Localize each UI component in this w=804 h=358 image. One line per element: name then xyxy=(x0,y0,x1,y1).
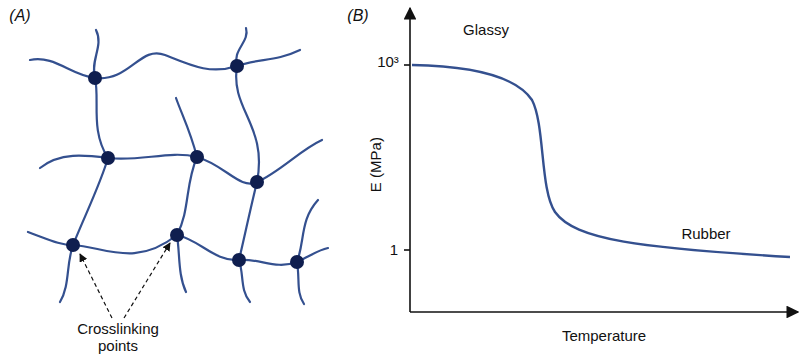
leader-lines xyxy=(80,243,170,318)
axes xyxy=(404,8,798,312)
axis-title: E (MPa) xyxy=(367,137,384,192)
callout-label: Crosslinking points xyxy=(63,320,173,355)
region-label: Rubber xyxy=(681,225,730,242)
tick-label: 1 xyxy=(390,241,398,258)
crosslink-dots xyxy=(66,59,304,269)
tick-label: 10³ xyxy=(377,53,399,70)
polymer-chains xyxy=(28,28,328,304)
panel-letter: (A) xyxy=(9,7,30,25)
modulus-curve xyxy=(412,65,790,257)
axis-title: Temperature xyxy=(562,327,646,344)
panel-letter: (B) xyxy=(347,7,368,25)
region-label: Glassy xyxy=(463,21,509,38)
